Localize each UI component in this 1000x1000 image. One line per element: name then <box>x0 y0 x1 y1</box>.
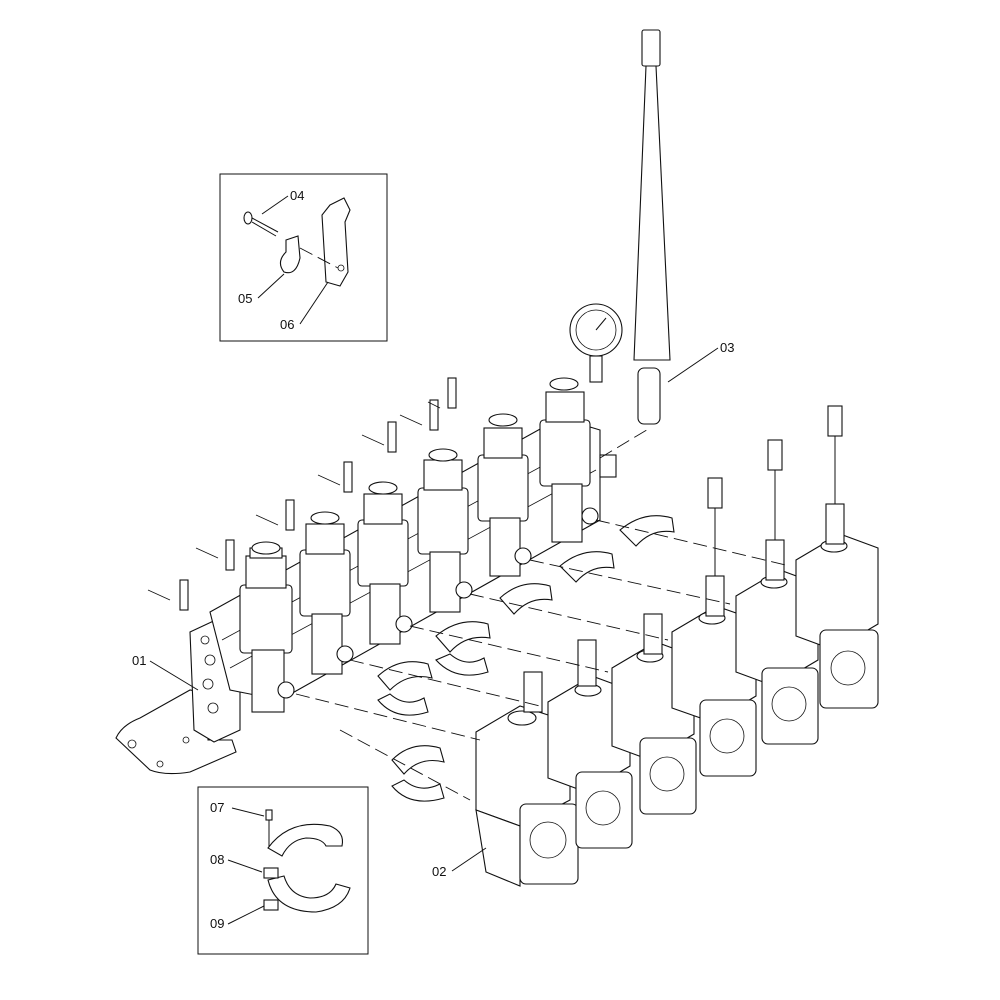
callout-labels: 01 02 03 04 05 06 07 08 09 <box>132 188 734 931</box>
inset-detail-04-06 <box>219 173 388 342</box>
actuator-2 <box>547 639 633 849</box>
callout-04: 04 <box>290 188 304 203</box>
callout-08: 08 <box>210 852 224 867</box>
valve-6 <box>539 377 599 543</box>
inset-detail-07-09 <box>197 786 369 955</box>
callout-03: 03 <box>720 340 734 355</box>
actuator-1 <box>475 671 579 887</box>
valve-1 <box>239 541 295 713</box>
leader-lines <box>149 195 719 925</box>
valve-2 <box>299 511 354 675</box>
callout-07: 07 <box>210 800 224 815</box>
valve-5 <box>477 413 532 577</box>
valve-4 <box>417 448 473 613</box>
callout-09: 09 <box>210 916 224 931</box>
valve-stack <box>239 377 599 713</box>
actuator-row <box>475 405 879 887</box>
callout-05: 05 <box>238 291 252 306</box>
callout-02: 02 <box>432 864 446 879</box>
callout-01: 01 <box>132 653 146 668</box>
actuator-6 <box>795 405 879 709</box>
pressure-sensor-with-cable <box>599 29 671 459</box>
alignment-lines <box>295 519 791 801</box>
callout-06: 06 <box>280 317 294 332</box>
actuator-4 <box>671 477 757 777</box>
hose-clamps <box>377 515 675 802</box>
pressure-gauge <box>569 303 623 478</box>
pin-clip-row <box>147 377 457 611</box>
valve-3 <box>357 481 413 645</box>
